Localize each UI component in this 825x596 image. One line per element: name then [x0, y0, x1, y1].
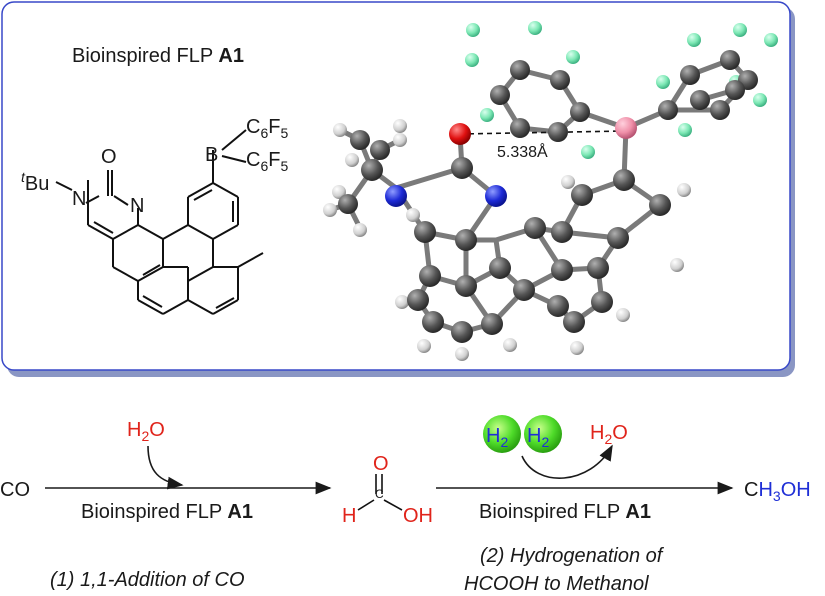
- reaction-scheme: CO H2O Bioinspired FLP A1 O C H OH H2: [0, 415, 811, 595]
- boron-label: B: [205, 144, 218, 166]
- formic-acid: O C H OH: [342, 453, 433, 527]
- c6f5-carbons: [490, 50, 758, 142]
- co-label: CO: [0, 479, 30, 501]
- formic-c: C: [375, 487, 384, 501]
- catalyst-label-2: Bioinspired FLP A1: [479, 501, 651, 523]
- h2o-reagent-1: H2O: [127, 419, 165, 444]
- carbonyl-o-label: O: [101, 146, 117, 168]
- n1-label: N: [130, 195, 144, 217]
- curved-arrow-1: [147, 445, 184, 490]
- core-carbons: [407, 157, 671, 343]
- c6f5-upper-label: C6F5: [246, 116, 288, 141]
- step1-caption: (1) 1,1-Addition of CO: [50, 569, 245, 591]
- nitrogen-atom-3: [385, 185, 407, 207]
- methanol-label: CH3OH: [744, 479, 811, 504]
- h2-bubble-2: H2: [524, 415, 562, 453]
- n3-label: N: [72, 188, 86, 210]
- ball-and-stick-model: 5.338Å: [323, 21, 778, 361]
- distance-label: 5.338Å: [497, 142, 548, 161]
- skeletal-labels: O N N tBu B C6F5 C6F5: [21, 116, 288, 217]
- tbu-label: tBu: [21, 169, 49, 195]
- catalyst-label-1: Bioinspired FLP A1: [81, 501, 253, 523]
- h2o-product: H2O: [590, 422, 628, 447]
- model-atoms: [323, 21, 778, 361]
- oxygen-atom: [449, 123, 471, 145]
- skeletal-structure: [55, 129, 264, 315]
- step2-caption-line1: (2) Hydrogenation of: [480, 545, 665, 567]
- nitrogen-atom-1: [485, 185, 507, 207]
- c6f5-lower-label: C6F5: [246, 149, 288, 174]
- svg-text:H2: H2: [527, 425, 549, 450]
- fluorine-atoms: [465, 21, 778, 159]
- svg-text:H2: H2: [486, 425, 508, 450]
- boron-atom: [615, 117, 637, 139]
- tbu-carbons: [338, 130, 390, 214]
- formic-o: O: [373, 453, 389, 475]
- h2-bubble-1: H2: [483, 415, 521, 453]
- formic-h: H: [342, 505, 356, 527]
- curved-arrow-2: [521, 444, 613, 479]
- step2-caption-line2: HCOOH to Methanol: [464, 573, 649, 595]
- ob-distance-line: [459, 130, 625, 135]
- formic-oh: OH: [403, 505, 433, 527]
- panel-title: Bioinspired FLP A1: [72, 45, 244, 67]
- hydrogen-atoms: [323, 119, 691, 361]
